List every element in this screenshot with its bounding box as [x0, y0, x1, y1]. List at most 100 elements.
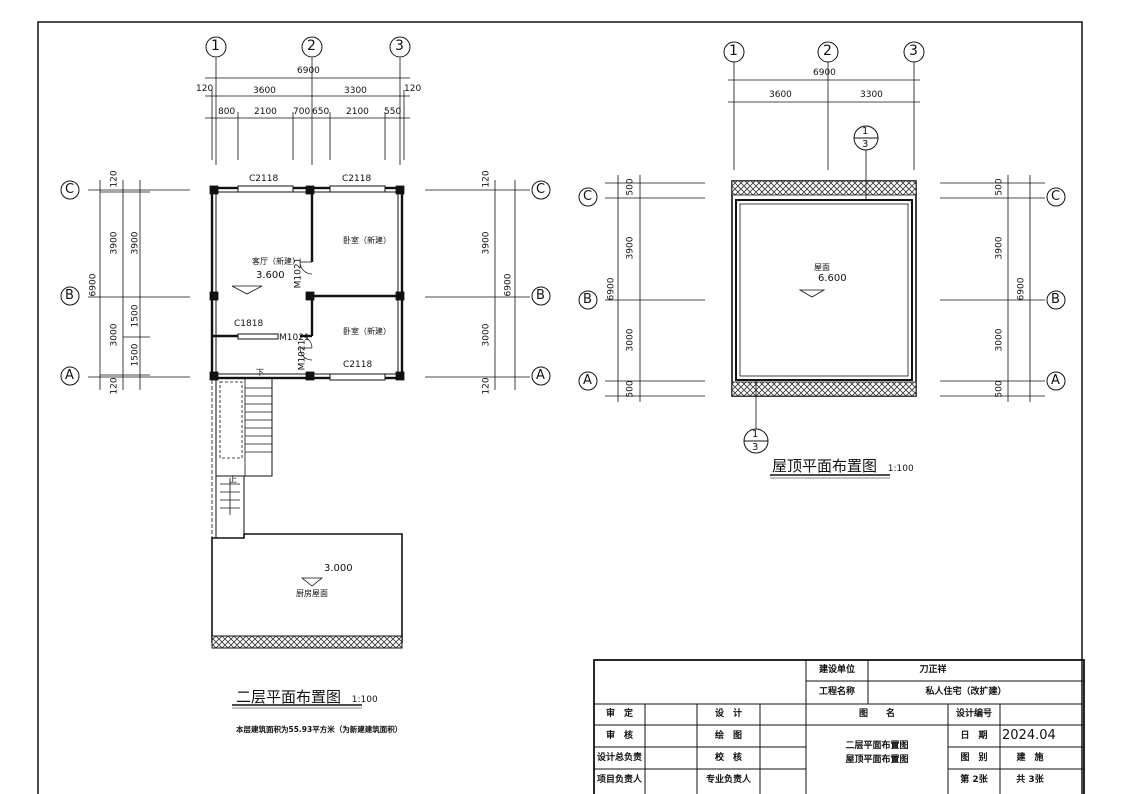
roof-grid-label-c-left: C	[583, 189, 593, 204]
plan2-dim-opening-2: 2100	[254, 107, 277, 117]
plan2-title-text: 二层平面布置图	[236, 688, 342, 706]
tb-draw: 绘 图	[714, 731, 742, 741]
tb-drawing-name-2: 屋顶平面布置图	[845, 755, 909, 765]
second-floor-plan	[88, 58, 530, 649]
plan2-dim-opening-6: 550	[384, 107, 402, 117]
plan2-dim-opening-4: 650	[312, 107, 330, 117]
tb-design-no: 设计编号	[955, 709, 992, 719]
level-label-3600: 3.600	[256, 270, 285, 281]
roof-dim-left-3: 3000	[625, 328, 636, 352]
window-label-c2118-left: C2118	[249, 174, 279, 184]
plan2-dim-left-mid-4: 120	[109, 377, 120, 395]
tb-category-value: 建 施	[1016, 753, 1044, 763]
plan2-scale: 1:100	[351, 695, 378, 705]
section-mark-top-sheet: 3	[862, 139, 869, 150]
room-label-kitchen-roof: 厨房屋面	[296, 589, 328, 598]
plan2-grid-label-a-right: A	[536, 368, 545, 383]
tb-discipline: 专业负责人	[705, 775, 751, 785]
roof-dim-total: 6900	[813, 68, 836, 78]
plan2-dim-opening-1: 800	[218, 107, 236, 117]
level-label-3000: 3.000	[324, 563, 353, 574]
plan2-dim-left-inner-1: 3900	[130, 231, 141, 255]
plan2-grid-label-b-right: B	[536, 288, 545, 303]
stair-up-label: 上	[229, 475, 237, 484]
door-label-m1021-3: M1021	[297, 339, 308, 371]
plan2-area-note: 本层建筑面积为55.93平方米（为新建建筑面积）	[236, 725, 403, 734]
plan2-dim-left-mid-3: 3000	[109, 323, 120, 347]
tb-check: 校 核	[714, 753, 742, 763]
window-label-c1818: C1818	[234, 319, 264, 329]
roof-dim-right-3: 3000	[994, 328, 1005, 352]
section-mark-bottom-num: 1	[752, 429, 759, 440]
sheet-border	[37, 21, 1083, 794]
roof-dim-left-outer: 6900	[606, 277, 617, 301]
roof-dim-left-1: 500	[625, 178, 636, 196]
roof-grid-bubbles	[578, 41, 1066, 454]
plan2-grid-label-c-left: C	[65, 182, 75, 197]
roof-grid-label-3: 3	[909, 43, 918, 59]
tb-project-value: 私人住宅（改扩建）	[925, 687, 1007, 697]
roof-title: 屋顶平面布置图 1:100	[772, 455, 914, 476]
plan2-dim-right-outer: 6900	[503, 273, 514, 297]
tb-category-label: 图 别	[960, 753, 988, 763]
roof-grid-label-c-right: C	[1051, 189, 1061, 204]
roof-room-label: 屋面	[814, 263, 830, 272]
room-label-living: 客厅（新建）	[252, 257, 300, 266]
tb-date-value: 2024.04	[1002, 728, 1056, 743]
roof-dim-left-2: 3900	[625, 236, 636, 260]
roof-grid-label-2: 2	[823, 43, 832, 59]
roof-grid-label-a-right: A	[1051, 373, 1060, 388]
tb-approve: 审 定	[605, 709, 633, 719]
tb-drawing-name-1: 二层平面布置图	[845, 741, 909, 751]
section-mark-bottom-sheet: 3	[752, 442, 759, 453]
roof-dim-bay-2: 3300	[860, 90, 883, 100]
plan2-grid-bubbles	[60, 36, 551, 386]
plan2-grid-label-2: 2	[307, 38, 316, 54]
tb-sheet-total: 共 3张	[1016, 775, 1044, 785]
plan2-grid-label-1: 1	[211, 38, 220, 54]
plan2-grid-label-3: 3	[395, 38, 404, 54]
plan2-dim-total: 6900	[297, 66, 320, 76]
plan2-grid-label-b-left: B	[65, 288, 74, 303]
roof-plan	[605, 58, 1045, 430]
tb-chief: 设计总负责	[596, 753, 642, 763]
plan2-grid-label-a-left: A	[65, 368, 74, 383]
plan2-dim-left-outer: 6900	[88, 273, 99, 297]
plan2-dim-bay-1: 3600	[253, 86, 276, 96]
plan2-dim-opening-3: 700	[293, 107, 311, 117]
tb-project-label: 工程名称	[818, 687, 855, 697]
roof-title-text: 屋顶平面布置图	[772, 457, 878, 475]
room-label-bedroom-1: 卧室（新建）	[343, 236, 391, 245]
tb-owner-label: 建设单位	[818, 665, 855, 675]
window-label-c2118-bottom: C2118	[343, 360, 373, 370]
roof-grid-label-a-left: A	[583, 373, 592, 388]
plan2-dim-right-mid-3: 3000	[481, 323, 492, 347]
plan2-title: 二层平面布置图 1:100	[236, 686, 378, 707]
plan2-dim-edge-right: 120	[404, 84, 422, 94]
plan2-dim-right-mid-1: 120	[481, 170, 492, 188]
plan2-dim-opening-5: 2100	[346, 107, 369, 117]
stair-down-label: 下	[256, 368, 264, 377]
plan2-dim-left-inner-2: 1500	[130, 304, 141, 328]
plan2-dim-right-mid-2: 3900	[481, 231, 492, 255]
roof-grid-label-b-right: B	[1051, 292, 1060, 307]
tb-review: 审 核	[605, 731, 633, 741]
plan2-dim-bay-2: 3300	[344, 86, 367, 96]
plan2-dim-right-mid-4: 120	[481, 377, 492, 395]
plan2-dim-edge-left: 120	[196, 84, 214, 94]
roof-dim-right-outer: 6900	[1016, 277, 1027, 301]
roof-scale: 1:100	[887, 464, 914, 474]
section-mark-top-num: 1	[862, 126, 869, 137]
window-label-c2118-right: C2118	[342, 174, 372, 184]
tb-drawing-name-label: 图 名	[858, 709, 895, 719]
roof-dim-right-4: 500	[994, 380, 1005, 398]
room-label-bedroom-2: 卧室（新建）	[343, 327, 391, 336]
roof-dim-right-2: 3900	[994, 236, 1005, 260]
title-block	[593, 659, 1085, 794]
roof-grid-label-b-left: B	[583, 292, 592, 307]
tb-sheet-no: 第 2张	[960, 775, 988, 785]
tb-date-label: 日 期	[960, 731, 988, 741]
roof-grid-label-1: 1	[729, 43, 738, 59]
tb-pm: 项目负责人	[596, 775, 642, 785]
